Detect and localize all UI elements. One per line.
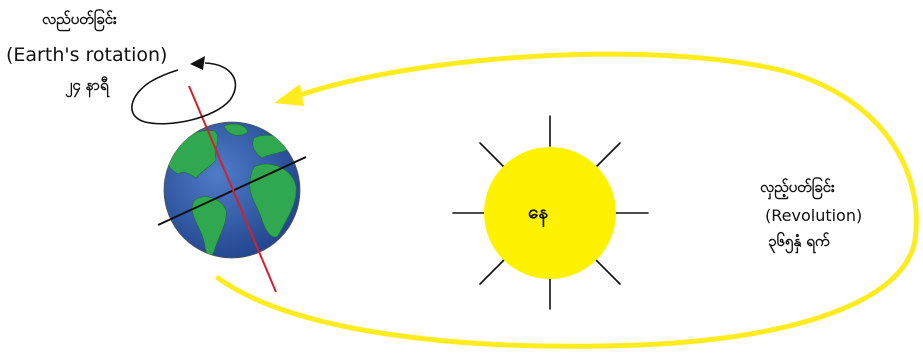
rotation-arrowhead (190, 56, 205, 70)
sun-ray (480, 143, 505, 168)
revolution-period: ၃၆၅နှံ ရက် (768, 232, 830, 254)
sun (484, 147, 616, 279)
revolution-title: လှည့်ပတ်ခြင်း (760, 178, 835, 200)
sun-ray (595, 143, 620, 168)
revolution-english-label: (Revolution) (765, 206, 862, 225)
rotation-loop (132, 63, 236, 124)
rotation-title: လည်ပတ်ခြင်း (42, 10, 117, 32)
orbit-arrowhead (274, 84, 304, 106)
rotation-english-label: (Earth's rotation) (6, 44, 167, 66)
sun-label: နေ (528, 200, 548, 228)
sun-ray (480, 259, 505, 284)
rotation-period: ၂၄ နာရီ (65, 76, 109, 98)
sun-ray (595, 259, 620, 284)
